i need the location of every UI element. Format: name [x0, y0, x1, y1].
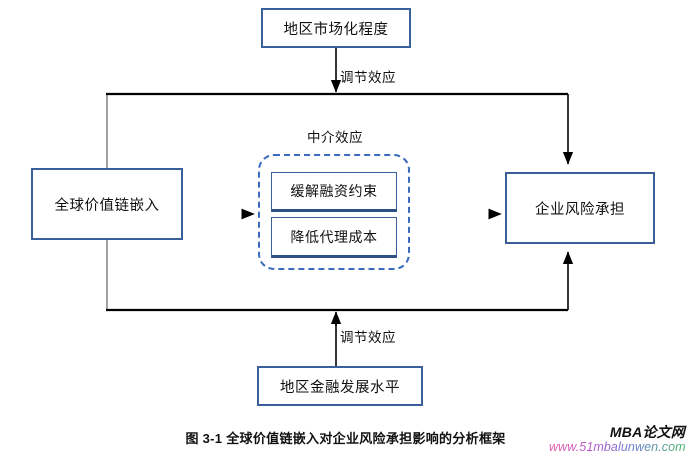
node-gvc-embedding[interactable]: 全球价值链嵌入	[31, 168, 183, 240]
label-mediating-effect: 中介效应	[307, 130, 363, 145]
label-moderating-effect-top: 调节效应	[340, 70, 396, 85]
watermark-url: www.51mbalunwen.com	[549, 440, 686, 455]
node-reduce-agency-cost[interactable]: 降低代理成本	[271, 217, 397, 258]
watermark-title: MBA论文网	[609, 424, 685, 440]
node-ease-financing-constraint[interactable]: 缓解融资约束	[271, 172, 397, 212]
mediation-group-container	[258, 154, 410, 270]
node-firm-risk-taking[interactable]: 企业风险承担	[505, 172, 655, 244]
figure-caption: 图 3-1 全球价值链嵌入对企业风险承担影响的分析框架	[185, 431, 506, 446]
watermark: MBA论文网 www.51mbalunwen.com	[549, 424, 686, 455]
label-moderating-effect-bottom: 调节效应	[340, 330, 396, 345]
node-regional-financial-development[interactable]: 地区金融发展水平	[257, 366, 423, 406]
node-regional-marketization[interactable]: 地区市场化程度	[261, 8, 411, 48]
